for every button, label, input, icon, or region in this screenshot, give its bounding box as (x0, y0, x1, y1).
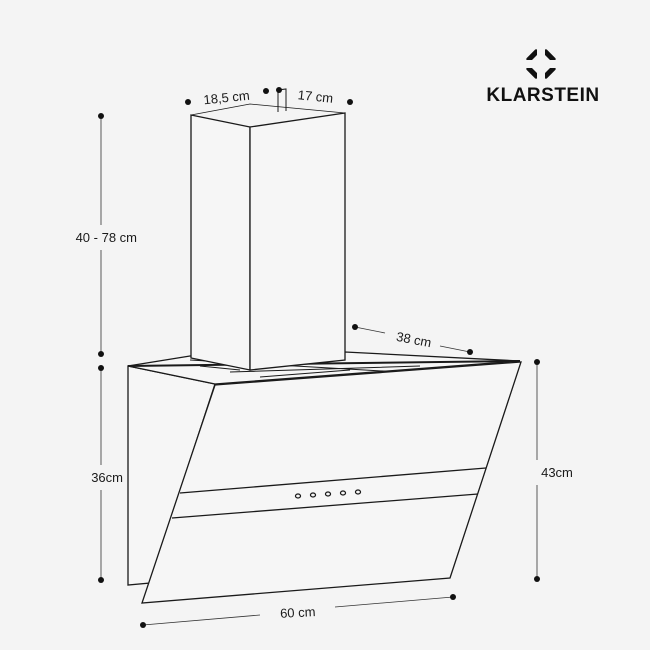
klarstein-logo-icon (526, 49, 556, 79)
chimney (190, 88, 346, 371)
chimney-height-label: 40 - 78 cm (76, 230, 137, 245)
glass-panel (141, 361, 522, 604)
depth-label: 38 cm (395, 329, 433, 350)
total-height-label: 43cm (541, 465, 573, 480)
chimney-depth-label: 17 cm (297, 87, 334, 106)
control-buttons (294, 489, 362, 499)
dimension-lines (98, 87, 540, 628)
width-label: 60 cm (280, 604, 316, 621)
hood-body (127, 351, 522, 604)
chimney-width-label: 18,5 cm (203, 88, 251, 108)
body-height-label: 36cm (91, 470, 123, 485)
brand-name: KLARSTEIN (486, 85, 599, 106)
